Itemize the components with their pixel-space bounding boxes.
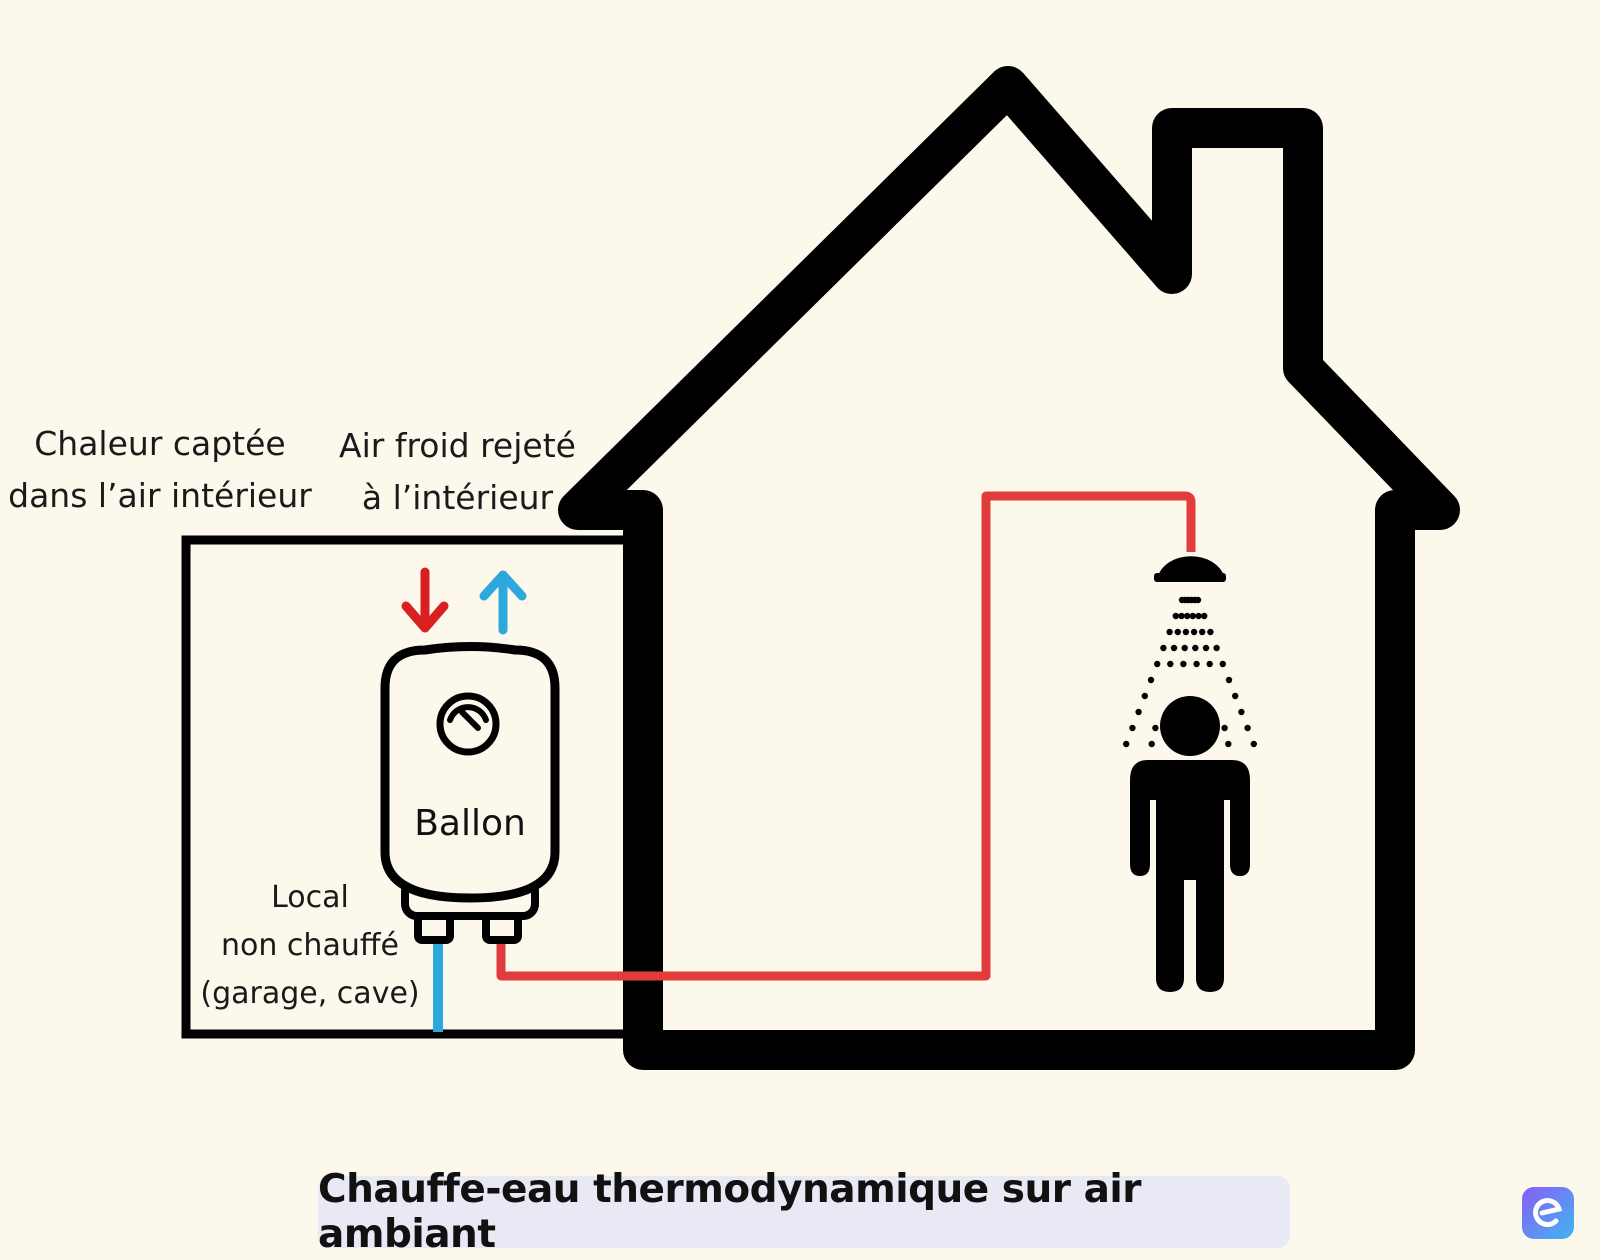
- water-drop: [1181, 644, 1188, 652]
- water-drop: [1148, 740, 1155, 748]
- water-drop: [1123, 740, 1130, 748]
- water-drop: [1199, 628, 1206, 636]
- water-drop: [1202, 644, 1210, 652]
- arrow-up-icon: [479, 570, 527, 635]
- water-drop: [1154, 660, 1161, 668]
- unheated-room-label: Local non chauffé (garage, cave): [190, 874, 430, 1018]
- water-drop: [1166, 628, 1173, 636]
- person-icon: [1130, 696, 1250, 992]
- shower-icon: [1123, 556, 1258, 748]
- water-drop: [1141, 692, 1149, 700]
- cold-label-line2: à l’intérieur: [361, 478, 554, 517]
- heat-label-line2: dans l’air intérieur: [8, 476, 312, 515]
- gauge-icon: [436, 692, 500, 756]
- water-drop: [1190, 628, 1198, 636]
- water-drop: [1232, 692, 1239, 700]
- local-label-line1: Local: [271, 880, 349, 915]
- water-drop: [1192, 644, 1199, 652]
- water-drop: [1174, 628, 1182, 636]
- tank-label: Ballon: [414, 803, 526, 844]
- cold-label-line1: Air froid rejeté: [339, 426, 576, 465]
- logo-glyph: [1533, 1198, 1563, 1227]
- water-drop: [1193, 660, 1200, 668]
- water-drop: [1238, 708, 1245, 716]
- water-drop: [1189, 612, 1197, 620]
- brand-logo-icon[interactable]: [1522, 1187, 1574, 1239]
- water-drop: [1167, 660, 1174, 668]
- water-drop: [1225, 740, 1232, 748]
- local-label-line3: (garage, cave): [200, 976, 420, 1011]
- water-drop: [1135, 708, 1142, 716]
- heat-label-line1: Chaleur captée: [34, 424, 286, 463]
- water-drop: [1129, 724, 1136, 732]
- water-drop: [1172, 612, 1180, 620]
- water-drop: [1207, 628, 1214, 636]
- water-drop: [1194, 596, 1202, 604]
- water-drop: [1160, 644, 1167, 652]
- hot-water-pipe: [496, 491, 1196, 981]
- water-drop: [1184, 612, 1191, 620]
- water-drop: [1244, 724, 1251, 732]
- water-drop: [1195, 612, 1202, 620]
- local-label-line2: non chauffé: [221, 928, 399, 963]
- water-drop: [1219, 660, 1227, 668]
- water-drop: [1182, 628, 1190, 636]
- arrow-down-icon: [401, 567, 449, 633]
- heat-captured-label: Chaleur captée dans l’air intérieur: [0, 418, 320, 522]
- water-drop: [1147, 676, 1155, 684]
- water-drop: [1170, 644, 1178, 652]
- water-drop: [1213, 644, 1220, 652]
- water-drop: [1250, 740, 1258, 748]
- water-tank: [380, 642, 560, 944]
- water-drop: [1201, 612, 1208, 620]
- water-drop: [1180, 660, 1187, 668]
- water-drop: [1206, 660, 1213, 668]
- water-drop: [1152, 724, 1159, 732]
- cold-air-label: Air froid rejeté à l’intérieur: [320, 420, 595, 524]
- water-drop: [1178, 612, 1185, 620]
- diagram-title: Chauffe-eau thermodynamique sur air ambi…: [318, 1167, 1142, 1257]
- water-drop: [1225, 676, 1233, 684]
- water-drop: [1221, 724, 1228, 732]
- shower-drops: [1123, 596, 1258, 748]
- caption-box: Chauffe-eau thermodynamique sur air ambi…: [318, 1167, 1290, 1257]
- house-outline: [558, 66, 1460, 1070]
